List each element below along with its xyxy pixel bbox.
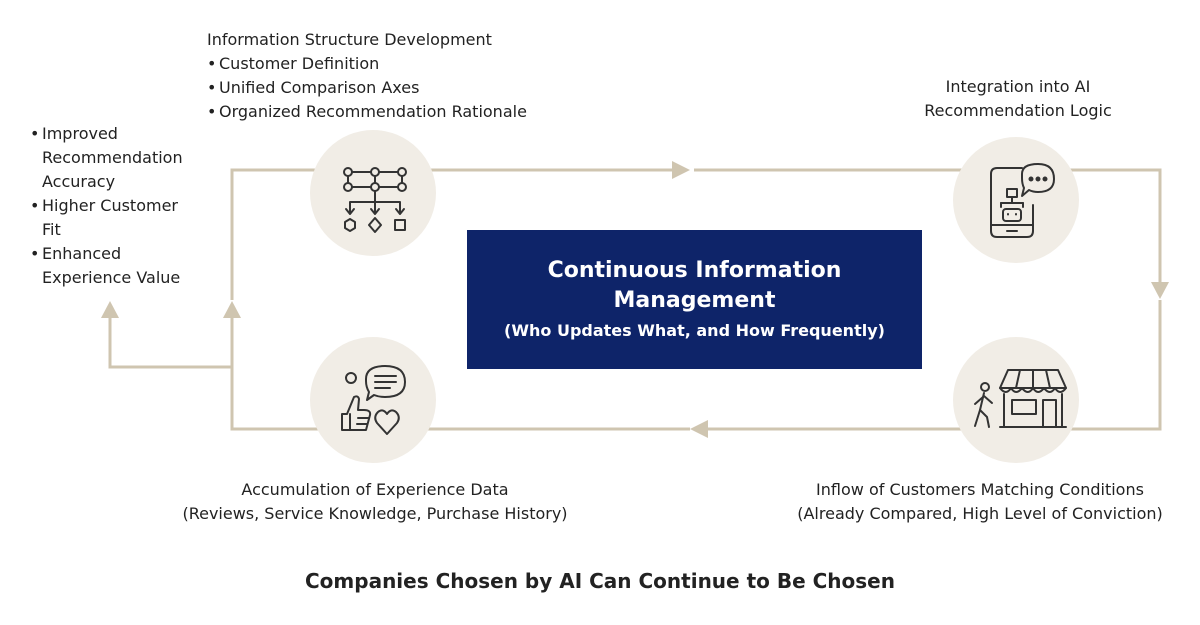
- node-accumulation-line: (Reviews, Service Knowledge, Purchase Hi…: [182, 504, 568, 523]
- arrowheads: [101, 161, 1169, 438]
- list-item: Unified Comparison Axes: [207, 76, 527, 100]
- footer-caption: Companies Chosen by AI Can Continue to B…: [305, 569, 895, 593]
- list-item: Enhanced Experience Value: [30, 242, 200, 290]
- flowchart-icon: [343, 167, 407, 233]
- feedback-icon: [341, 365, 406, 435]
- center-subtitle: (Who Updates What, and How Frequently): [504, 320, 885, 340]
- node-integration-line: Integration into AI: [945, 77, 1091, 96]
- arrow-up-left: [223, 301, 241, 318]
- arrow-right-top: [672, 161, 690, 179]
- arrow-up-outcome: [101, 301, 119, 318]
- node-circle-integration: [953, 137, 1079, 263]
- list-item: Improved Recommendation Accuracy: [30, 122, 200, 194]
- node-structure-title: Information Structure Development: [207, 30, 492, 49]
- node-integration-line: Recommendation Logic: [924, 101, 1112, 120]
- center-title-line: Management: [613, 287, 776, 313]
- list-item: Higher Customer Fit: [30, 194, 200, 242]
- outcomes-list: Improved Recommendation Accuracy Higher …: [30, 122, 200, 290]
- node-integration-text: Integration into AI Recommendation Logic: [898, 75, 1138, 123]
- outcome-branch-line: [108, 318, 232, 369]
- node-structure-list: Customer Definition Unified Comparison A…: [207, 52, 527, 124]
- outcomes-text: Improved Recommendation Accuracy Higher …: [30, 122, 200, 290]
- node-inflow-line: (Already Compared, High Level of Convict…: [797, 504, 1163, 523]
- node-inflow-line: Inflow of Customers Matching Conditions: [816, 480, 1144, 499]
- storefront-walker-icon: [974, 369, 1067, 428]
- node-accumulation-text: Accumulation of Experience Data (Reviews…: [160, 478, 590, 526]
- arrow-down-right: [1151, 282, 1169, 299]
- arrow-left-bottom: [690, 420, 708, 438]
- node-circle-accumulation: [310, 337, 436, 463]
- node-inflow-text: Inflow of Customers Matching Conditions …: [770, 478, 1190, 526]
- node-circle-structure: [310, 130, 436, 256]
- node-structure-text: Information Structure Development Custom…: [207, 28, 527, 124]
- smartphone-chat-icon: [990, 163, 1055, 238]
- center-box: Continuous Information Management (Who U…: [467, 230, 922, 369]
- center-title-line: Continuous Information: [547, 257, 842, 283]
- node-accumulation-line: Accumulation of Experience Data: [241, 480, 509, 499]
- list-item: Organized Recommendation Rationale: [207, 100, 527, 124]
- list-item: Customer Definition: [207, 52, 527, 76]
